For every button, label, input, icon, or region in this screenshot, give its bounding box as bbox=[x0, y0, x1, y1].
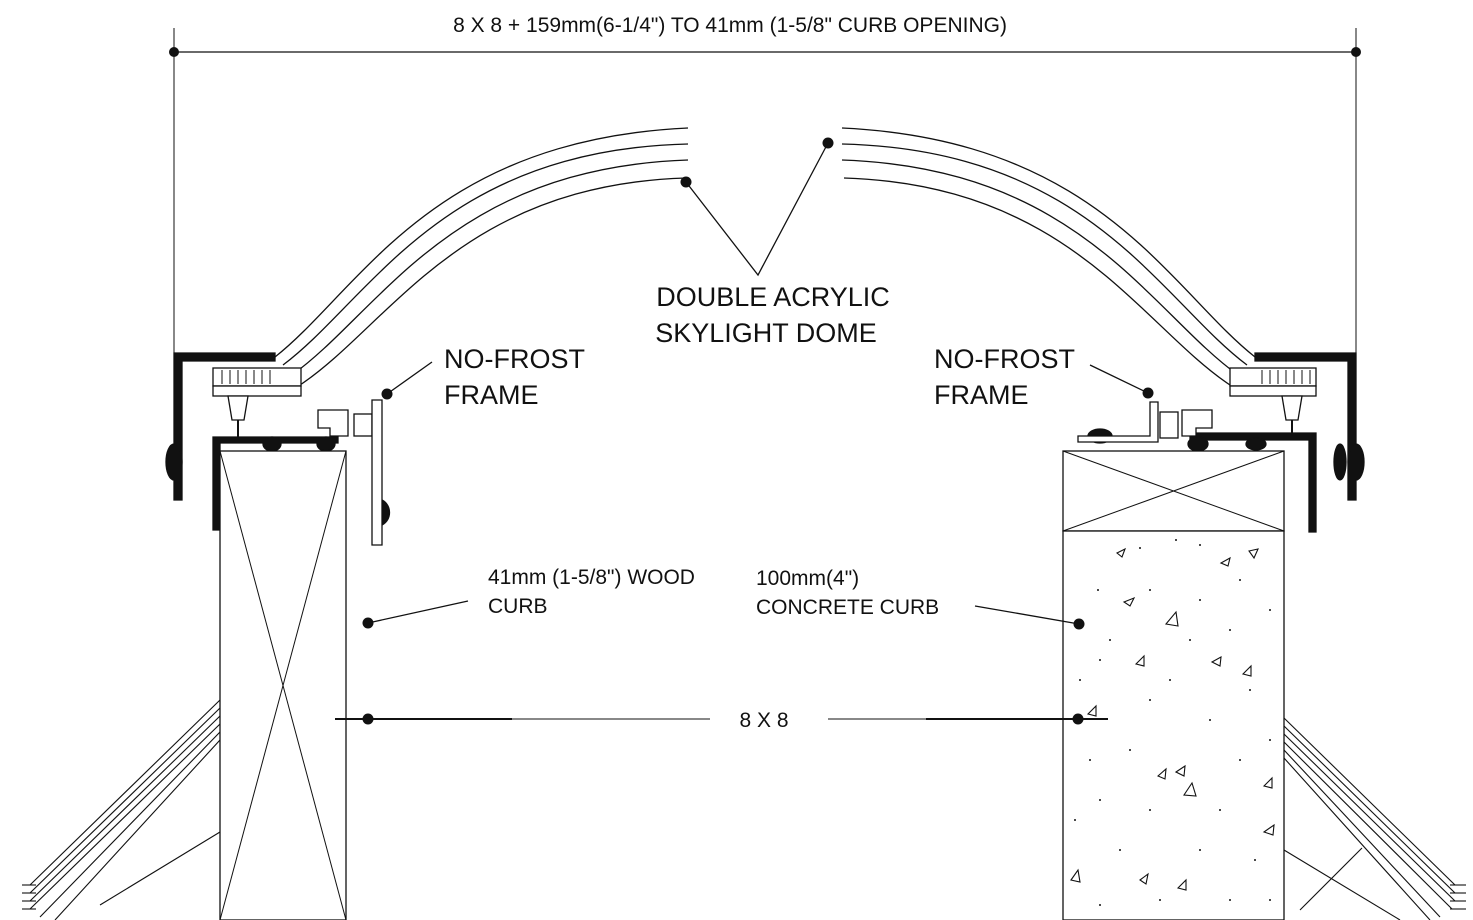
inner-dimension: 8 X 8 bbox=[335, 709, 1108, 732]
concrete-curb-label-line1: 100mm(4") bbox=[756, 567, 859, 590]
frame-right-leader: NO-FROST FRAME bbox=[934, 344, 1154, 410]
wood-curb-label-line2: CURB bbox=[488, 595, 548, 618]
concrete-curb-leader: 100mm(4") CONCRETE CURB bbox=[756, 567, 1085, 630]
frame-left-label-line2: FRAME bbox=[444, 380, 539, 410]
left-roof-slope bbox=[22, 699, 221, 920]
right-roof-slope bbox=[1283, 717, 1466, 920]
dome-label-line1: DOUBLE ACRYLIC bbox=[656, 282, 890, 312]
overall-dimension: 8 X 8 + 159mm(6-1/4") TO 41mm (1-5/8" CU… bbox=[169, 14, 1361, 360]
concrete-curb-label-line2: CONCRETE CURB bbox=[756, 596, 939, 619]
wood-curb-label-line1: 41mm (1-5/8") WOOD bbox=[488, 566, 695, 589]
dome-left bbox=[274, 127, 689, 386]
frame-right-label-line1: NO-FROST bbox=[934, 344, 1075, 374]
right-frame-assembly bbox=[1077, 352, 1365, 533]
left-frame-assembly bbox=[165, 352, 391, 546]
inner-dimension-label: 8 X 8 bbox=[739, 709, 788, 732]
dome-label-line2: SKYLIGHT DOME bbox=[655, 318, 877, 348]
wood-curb-leader: 41mm (1-5/8") WOOD CURB bbox=[362, 566, 695, 629]
dome-right bbox=[841, 127, 1256, 386]
overall-dimension-label: 8 X 8 + 159mm(6-1/4") TO 41mm (1-5/8" CU… bbox=[453, 14, 1007, 37]
frame-left-leader: NO-FROST FRAME bbox=[381, 344, 585, 410]
frame-left-label-line1: NO-FROST bbox=[444, 344, 585, 374]
frame-right-label-line2: FRAME bbox=[934, 380, 1029, 410]
concrete-curb bbox=[1062, 450, 1285, 920]
wood-curb bbox=[219, 450, 347, 920]
dome-leader: DOUBLE ACRYLIC SKYLIGHT DOME bbox=[655, 137, 890, 348]
